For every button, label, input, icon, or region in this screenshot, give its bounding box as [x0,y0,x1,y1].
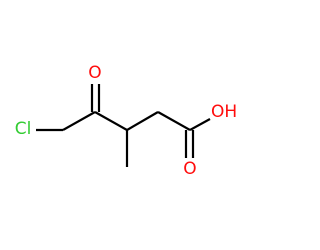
chemical-structure: Cl O O OH [15,63,237,179]
bond-c5-oh [189,118,211,131]
ketone-oxygen-label: O [88,63,101,83]
hydroxyl-label: OH [211,102,237,122]
chlorine-label: Cl [15,119,32,139]
bond-c3-c4 [126,111,159,131]
bond-c2-c3 [94,111,128,131]
carbonyl-oxygen-label: O [183,159,196,179]
bond-c1-c2 [62,111,96,131]
bond-c4-c5 [157,111,191,131]
